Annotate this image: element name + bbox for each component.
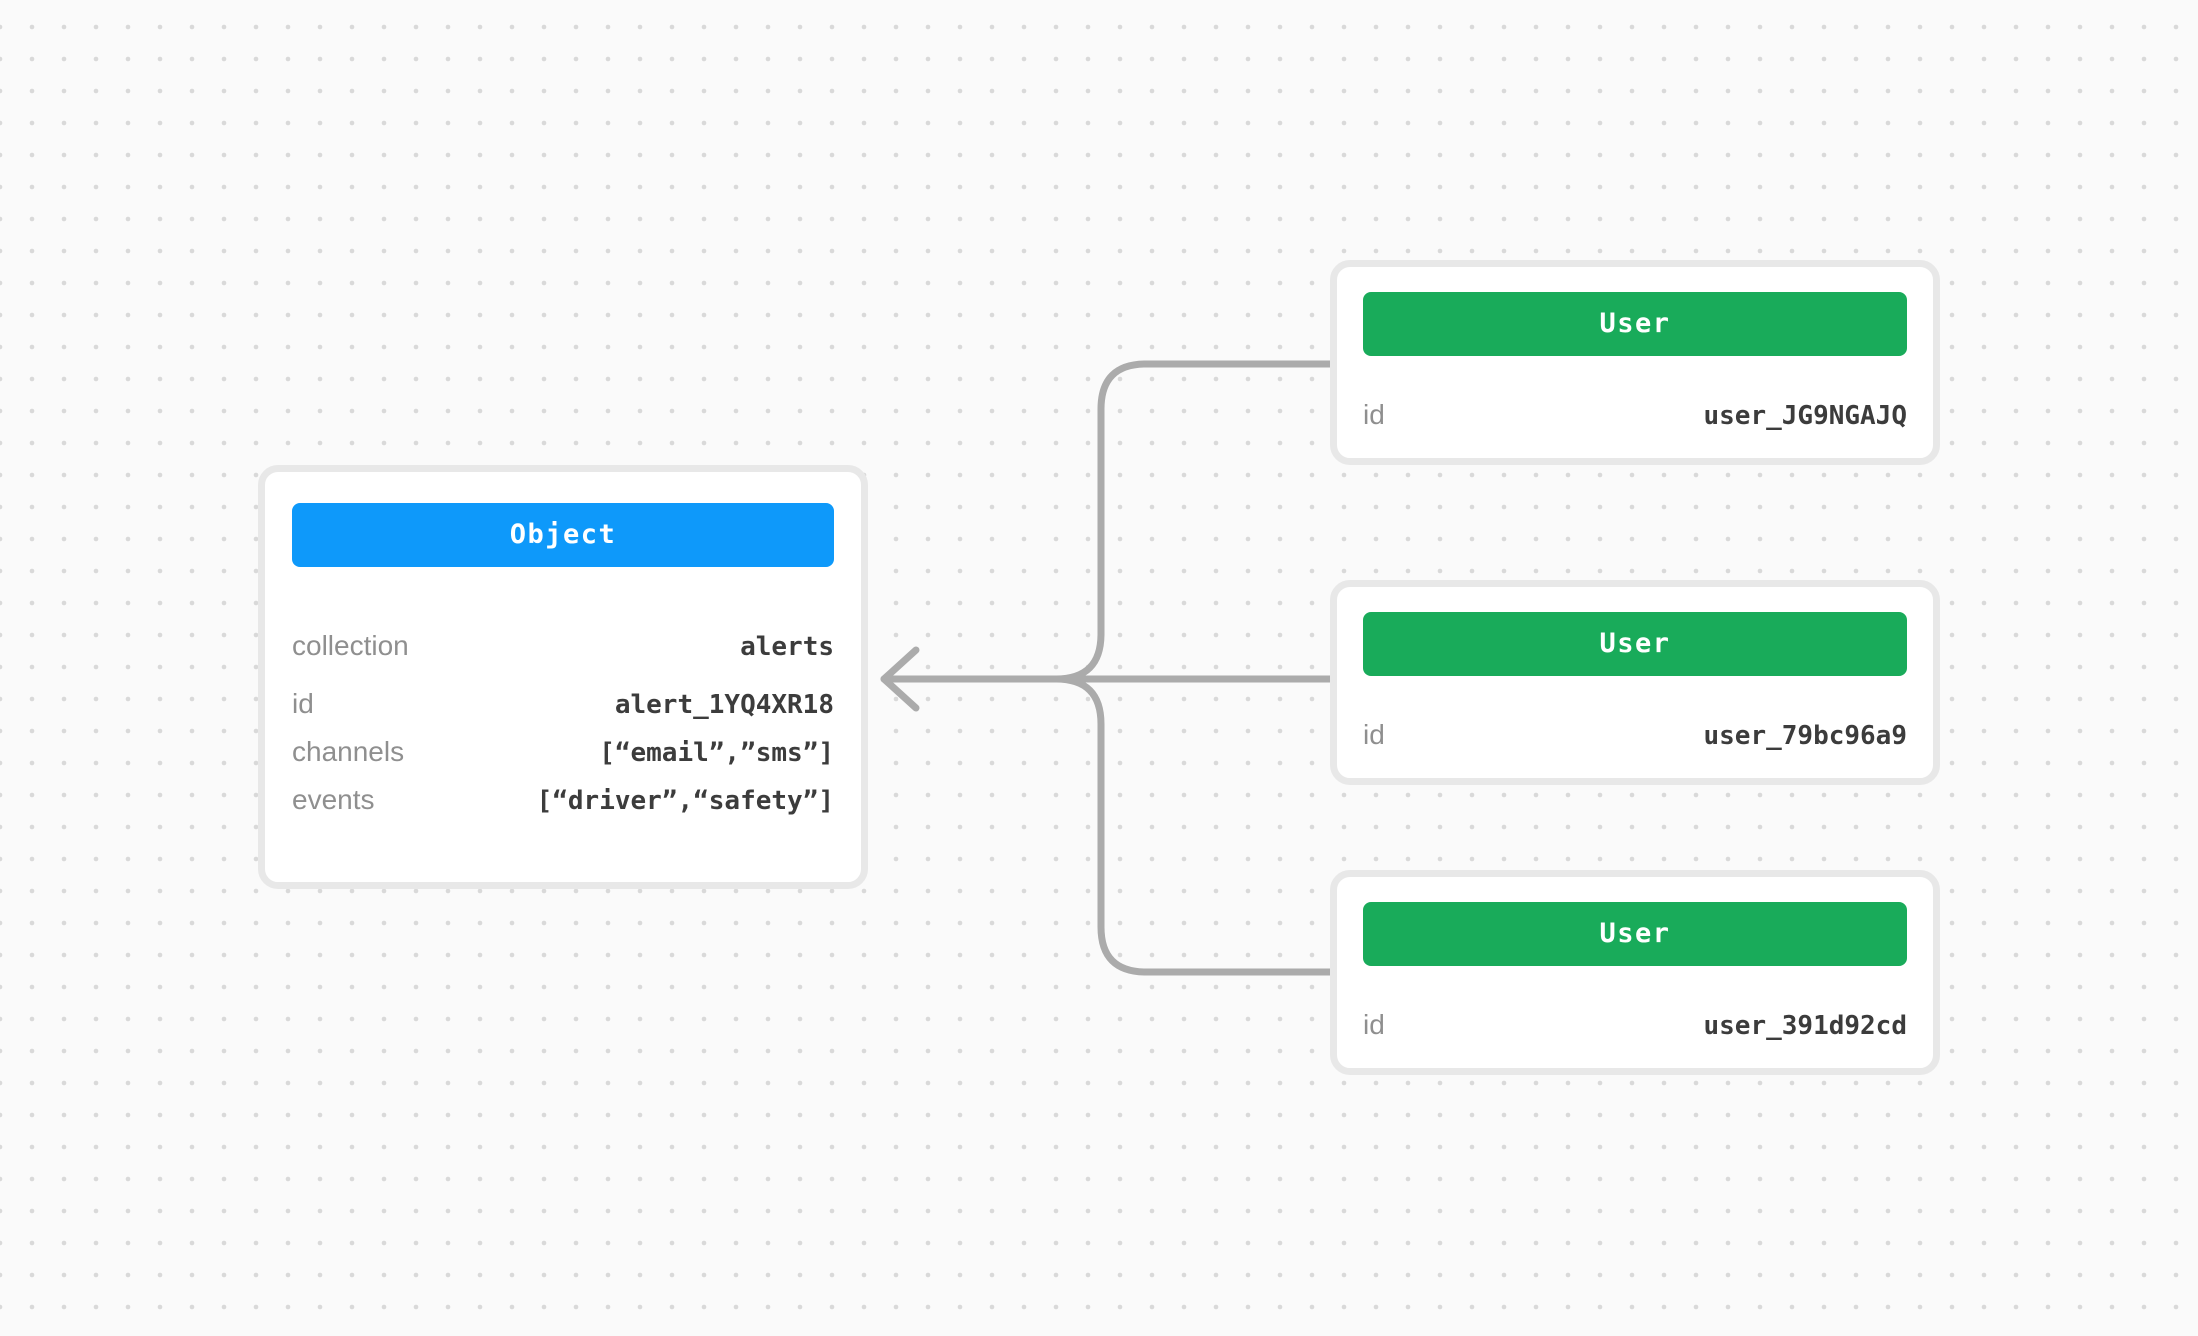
field-label: id bbox=[1363, 719, 1385, 750]
user-card-header: User bbox=[1363, 612, 1907, 676]
field-row-collection: collection alerts bbox=[292, 622, 834, 670]
user-card-body: id user_JG9NGAJQ bbox=[1363, 391, 1907, 439]
field-label: collection bbox=[292, 630, 409, 661]
user-card-body: id user_391d92cd bbox=[1363, 1001, 1907, 1049]
field-row-id: id alert_1YQ4XR18 bbox=[292, 680, 834, 728]
connector-top-user bbox=[1052, 360, 1334, 683]
user-card-3[interactable]: User id user_391d92cd bbox=[1330, 870, 1940, 1075]
field-value: [“email”,”sms”] bbox=[599, 738, 834, 768]
object-card[interactable]: Object collection alerts id alert_1YQ4XR… bbox=[258, 465, 868, 889]
field-value: user_79bc96a9 bbox=[1703, 721, 1908, 751]
field-value: user_391d92cd bbox=[1703, 1011, 1908, 1041]
connector-bottom-user bbox=[1052, 675, 1334, 976]
object-card-body: collection alerts id alert_1YQ4XR18 chan… bbox=[292, 622, 834, 824]
field-label: id bbox=[1363, 399, 1385, 430]
field-value: [“driver”,“safety”] bbox=[536, 786, 834, 816]
field-value: alerts bbox=[740, 632, 834, 662]
object-card-header: Object bbox=[292, 503, 834, 567]
field-label: events bbox=[292, 784, 375, 815]
user-card-body: id user_79bc96a9 bbox=[1363, 711, 1907, 759]
field-row-id: id user_391d92cd bbox=[1363, 1001, 1907, 1049]
field-label: id bbox=[1363, 1009, 1385, 1040]
user-card-header: User bbox=[1363, 292, 1907, 356]
field-row-channels: channels [“email”,”sms”] bbox=[292, 728, 834, 776]
field-value: user_JG9NGAJQ bbox=[1703, 401, 1908, 431]
field-row-id: id user_JG9NGAJQ bbox=[1363, 391, 1907, 439]
user-card-1[interactable]: User id user_JG9NGAJQ bbox=[1330, 260, 1940, 465]
arrowhead-icon bbox=[880, 646, 920, 712]
field-label: id bbox=[292, 688, 314, 719]
user-card-header: User bbox=[1363, 902, 1907, 966]
user-card-2[interactable]: User id user_79bc96a9 bbox=[1330, 580, 1940, 785]
field-row-id: id user_79bc96a9 bbox=[1363, 711, 1907, 759]
field-value: alert_1YQ4XR18 bbox=[614, 690, 834, 720]
field-row-events: events [“driver”,“safety”] bbox=[292, 776, 834, 824]
field-label: channels bbox=[292, 736, 405, 767]
